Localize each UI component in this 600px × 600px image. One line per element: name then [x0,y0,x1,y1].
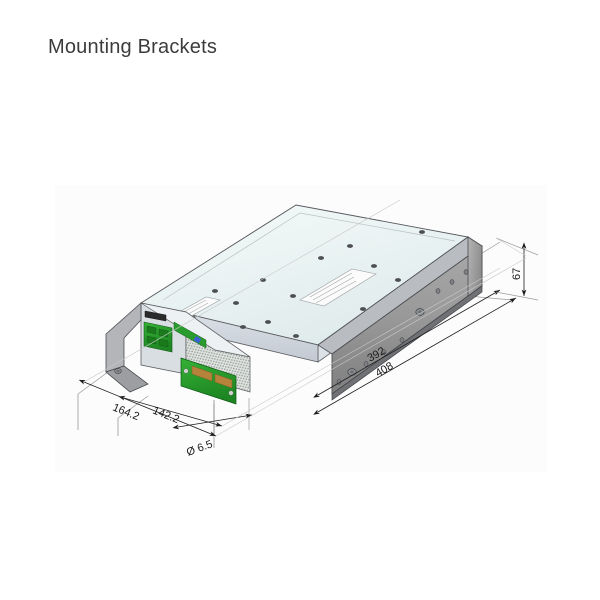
dimension-label-67: 67 [511,268,523,280]
construction-lines [83,199,527,437]
d-sub-connector [144,310,167,322]
dimension-diameter-6-5: Ø 6.5 [172,400,253,459]
dimension-label-142-2: 142.2 [151,405,181,426]
pcb-screw-right [228,390,234,396]
gold-contact-fingers-2 [214,373,233,389]
blue-component [193,336,202,344]
terminal-block-cluster [143,321,173,353]
dimension-67: 67 [495,237,539,301]
dimension-left-witness [77,394,215,448]
page-title: Mounting Brackets [48,36,218,58]
chassis-top-seam [162,212,456,301]
pcb-screw-left [183,368,189,374]
dimension-label-diameter: Ø 6.5 [185,438,214,458]
